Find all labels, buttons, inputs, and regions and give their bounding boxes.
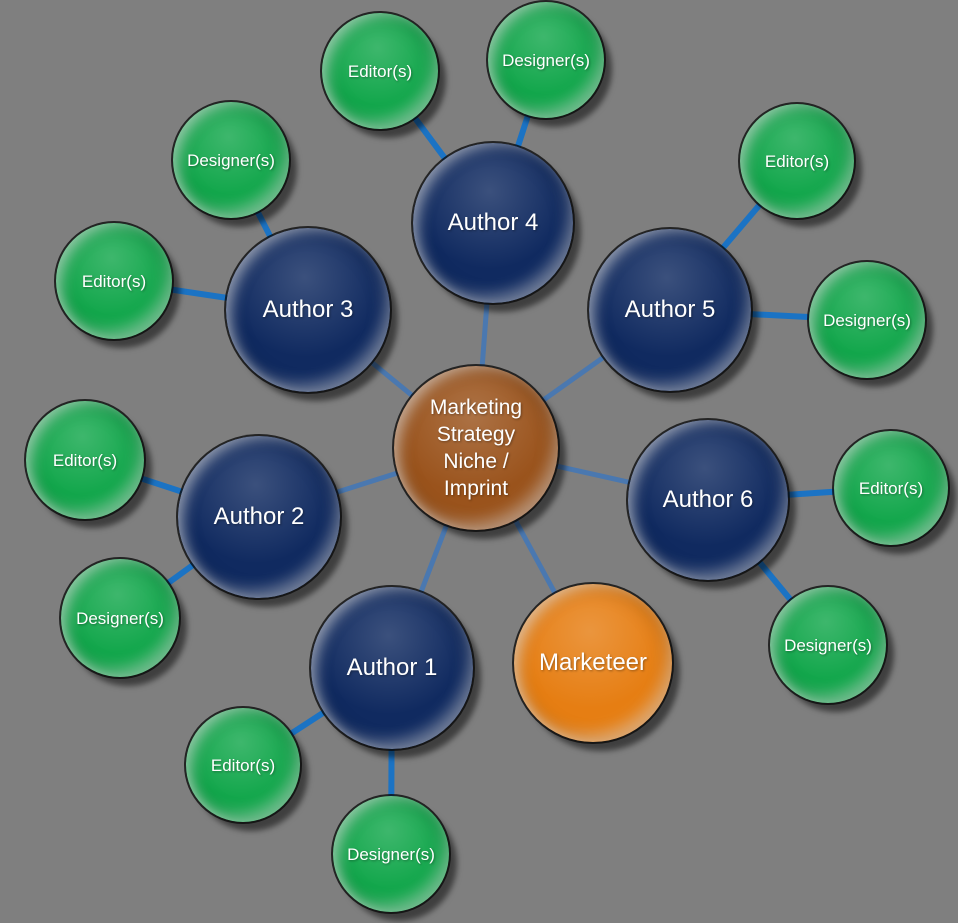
node-author-1-label: Author 1 [346,654,438,681]
node-editor-author-4: Editor(s) [322,13,438,129]
node-designer-author-1: Designer(s) [333,796,449,912]
node-designer-author-3: Designer(s) [173,102,289,218]
node-designer-author-4: Designer(s) [488,2,604,118]
node-editor-author-3: Editor(s) [56,223,172,339]
node-author-4-label: Author 4 [447,209,539,236]
node-author-6: Author 6 [628,420,788,580]
node-author-2-label: Author 2 [213,503,305,530]
node-designer-author-4-label: Designer(s) [502,50,590,70]
node-marketeer-label: Marketeer [538,649,648,676]
node-designer-author-3-label: Designer(s) [187,150,275,170]
node-designer-author-5-label: Designer(s) [823,310,911,330]
node-editor-author-2-label: Editor(s) [52,450,118,470]
node-author-5: Author 5 [589,229,751,391]
node-editor-author-5-label: Editor(s) [764,151,830,171]
node-editor-author-1-label: Editor(s) [210,755,276,775]
node-editor-author-1: Editor(s) [186,708,300,822]
node-author-2: Author 2 [178,436,340,598]
node-author-1: Author 1 [311,587,473,749]
node-author-4: Author 4 [413,143,573,303]
node-designer-author-2-label: Designer(s) [76,608,164,628]
node-designer-author-6: Designer(s) [770,587,886,703]
node-designer-author-6-label: Designer(s) [784,635,872,655]
node-designer-author-2: Designer(s) [61,559,179,677]
node-editor-author-6-label: Editor(s) [858,478,924,498]
node-author-3-label: Author 3 [262,296,354,323]
node-editor-author-6: Editor(s) [834,431,948,545]
node-editor-author-5: Editor(s) [740,104,854,218]
node-author-6-label: Author 6 [662,486,754,513]
node-author-3: Author 3 [226,228,390,392]
node-marketeer: Marketeer [514,584,672,742]
node-editor-author-2: Editor(s) [26,401,144,519]
node-designer-author-5: Designer(s) [809,262,925,378]
node-designer-author-1-label: Designer(s) [347,844,435,864]
node-editor-author-3-label: Editor(s) [81,271,147,291]
node-editor-author-4-label: Editor(s) [347,61,413,81]
node-author-5-label: Author 5 [624,296,716,323]
